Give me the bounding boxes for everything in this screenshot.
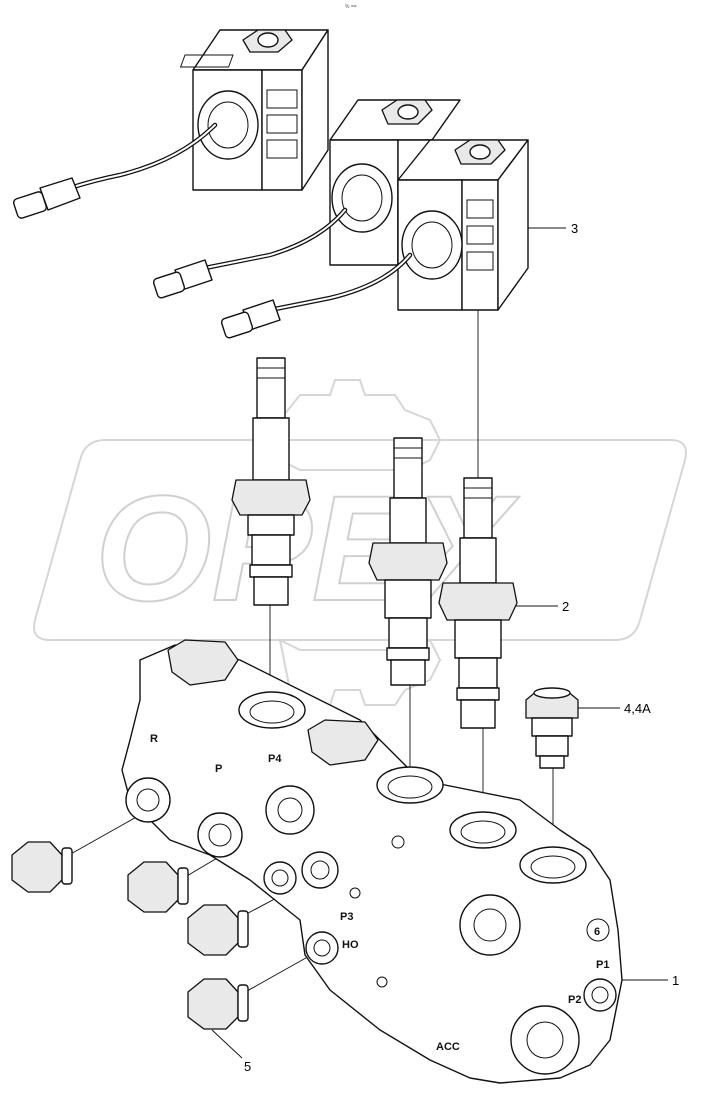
plug-4[interactable] bbox=[187, 978, 249, 1030]
cartridge-valve-middle[interactable] bbox=[368, 437, 448, 686]
cartridge-valve-right[interactable] bbox=[438, 477, 518, 729]
cartridge-valve-left[interactable] bbox=[231, 357, 311, 606]
wire-harness bbox=[67, 122, 413, 313]
top-stamp: % == bbox=[345, 4, 357, 10]
callout-3: 3 bbox=[571, 221, 578, 236]
port-label-p3: P3 bbox=[340, 911, 353, 923]
port-label-r: R bbox=[150, 733, 158, 745]
watermark: OPEX bbox=[33, 379, 687, 706]
plug-2[interactable] bbox=[127, 861, 189, 913]
plug-3[interactable] bbox=[187, 904, 249, 956]
connector-icon bbox=[12, 177, 281, 339]
coil-front[interactable] bbox=[397, 139, 529, 311]
callout-2: 2 bbox=[562, 599, 569, 614]
manifold-body[interactable]: P4 P3 HO P1 P2 ACC 6 P R bbox=[121, 639, 623, 1084]
callout-1: 1 bbox=[672, 973, 679, 988]
coil-back[interactable] bbox=[179, 29, 329, 191]
port-label-acc: ACC bbox=[436, 1041, 460, 1053]
callout-5: 5 bbox=[244, 1059, 251, 1074]
relief-valve[interactable] bbox=[525, 687, 579, 769]
port-label-p1: P1 bbox=[596, 959, 609, 971]
port-label-p4: P4 bbox=[268, 753, 282, 765]
port-label-6: 6 bbox=[594, 926, 600, 938]
port-label-ho: HO bbox=[342, 939, 359, 951]
port-label-p: P bbox=[215, 763, 222, 775]
plug-1[interactable] bbox=[11, 841, 73, 893]
callout-4-4a: 4,4A bbox=[624, 701, 651, 716]
port-label-p2: P2 bbox=[568, 994, 581, 1006]
